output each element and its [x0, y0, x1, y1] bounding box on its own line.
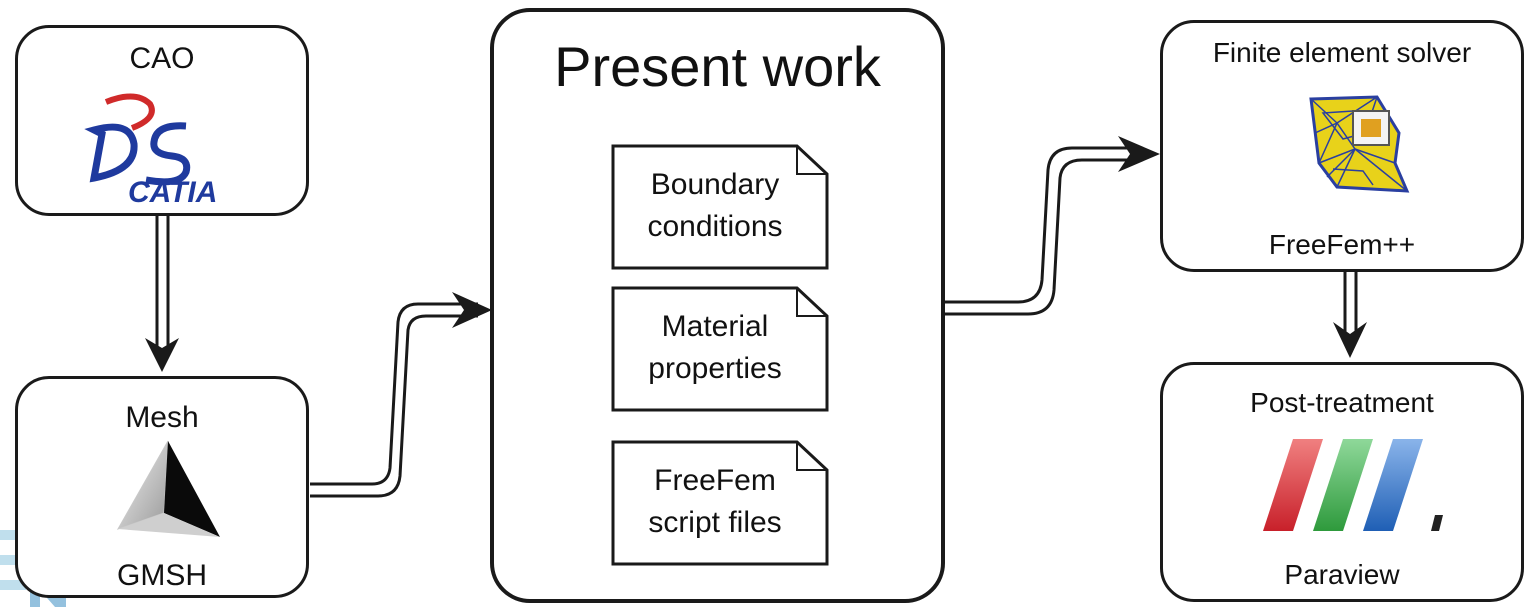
- arrow-cao-to-mesh: [145, 214, 179, 372]
- mesh-box: Mesh GMSH: [15, 376, 309, 598]
- solver-title: Finite element solver: [1212, 37, 1472, 68]
- cao-title: CAO: [129, 42, 195, 75]
- solver-caption: FreeFem++: [1268, 229, 1416, 260]
- cao-box: CAO CATIA: [15, 25, 309, 216]
- arrowhead-solver: [1118, 136, 1160, 172]
- freefem-mesh-logo-icon: [1303, 93, 1413, 197]
- paraview-logo-icon: [1263, 435, 1443, 535]
- document-line-1: Material: [661, 310, 769, 343]
- post-treatment-title: Post-treatment: [1250, 387, 1434, 418]
- post-treatment-box: Post-treatment Paraview: [1160, 362, 1524, 602]
- present-work-box: Present work Boundary conditions Materia…: [490, 8, 945, 603]
- gmsh-logo-icon: [108, 437, 228, 545]
- arrow-solver-to-post: [1333, 272, 1367, 358]
- document-boundary-conditions: Boundary conditions: [611, 144, 829, 270]
- document-line-1: FreeFem: [654, 464, 776, 497]
- catia-3ds-logo-icon: CATIA: [76, 90, 256, 209]
- document-material-properties: Material properties: [611, 286, 829, 412]
- mesh-caption: GMSH: [117, 559, 207, 592]
- arrow-present-to-solver: [942, 146, 1142, 316]
- arrow-mesh-to-present: [310, 302, 478, 498]
- catia-logo-text: CATIA: [128, 176, 217, 208]
- document-line-2: properties: [648, 352, 782, 385]
- solver-box: Finite element solver FreeFem++: [1160, 20, 1524, 272]
- document-line-2: conditions: [647, 210, 783, 243]
- document-line-1: Boundary: [650, 168, 780, 201]
- mesh-title: Mesh: [125, 401, 199, 434]
- present-work-title: Present work: [554, 35, 881, 98]
- arrowhead-present: [452, 292, 492, 328]
- document-freefem-script-files: FreeFem script files: [611, 440, 829, 566]
- document-line-2: script files: [648, 506, 782, 539]
- post-treatment-caption: Paraview: [1284, 559, 1400, 590]
